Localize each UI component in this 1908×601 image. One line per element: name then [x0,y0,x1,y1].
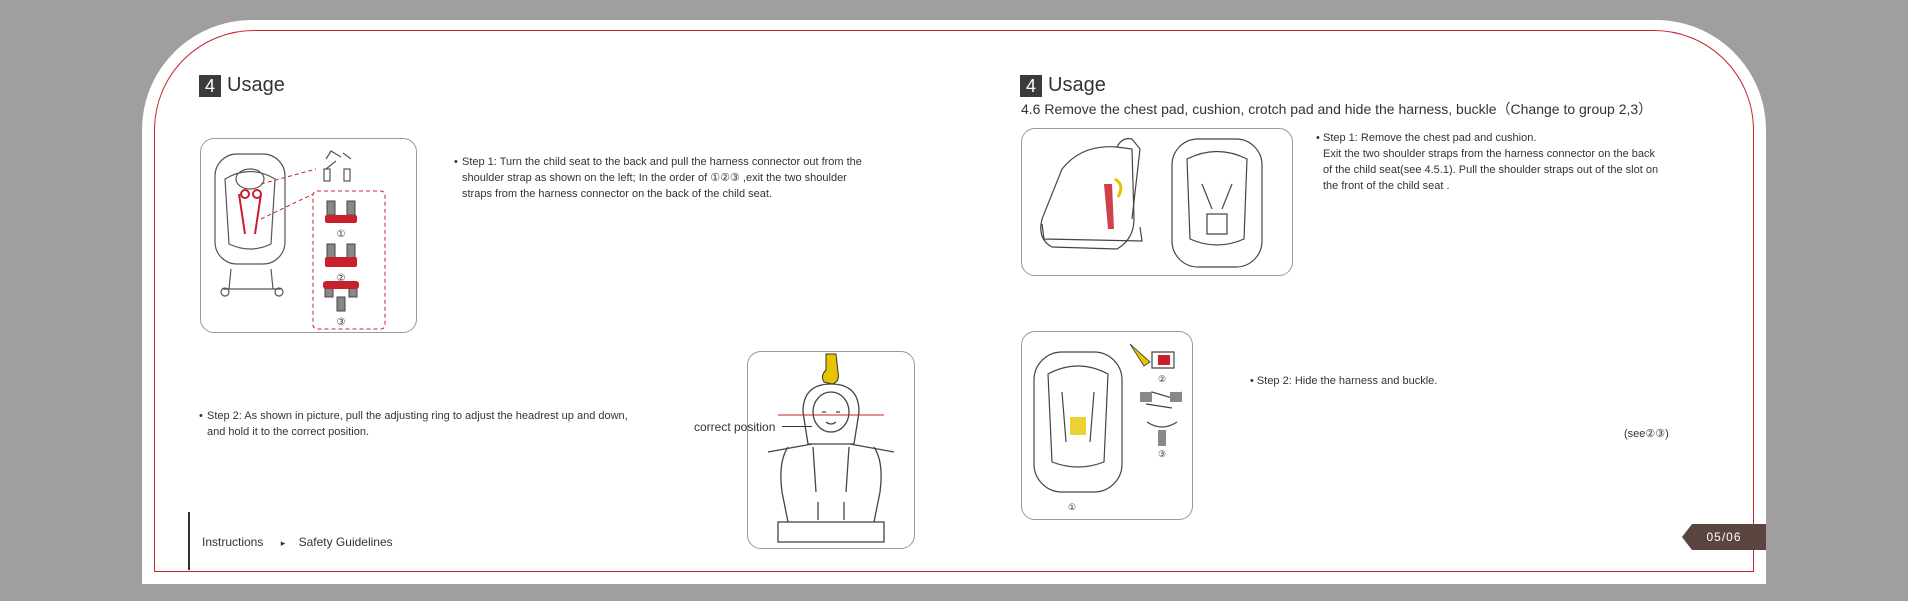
hide-harness-illustration: ② ③ ① [1033,343,1183,512]
right-step2: • Step 2: Hide the harness and buckle. [1250,373,1437,389]
page-frame [154,30,1754,572]
footer-instructions: Instructions [202,535,264,549]
left-step1-line3: straps from the harness connector on the… [462,188,773,200]
right-step1-line3: of the child seat(see 4.5.1). Pull the s… [1323,164,1659,176]
section-title: Usage [227,74,285,96]
left-step2-line2: and hold it to the correct position. [207,426,370,438]
figure-harness-connector: ① ② ③ [200,138,417,333]
fig1-label-3: ③ [337,317,346,328]
left-step2: • Step 2: As shown in picture, pull the … [199,408,628,440]
fig3-label-2: ② [1158,374,1166,384]
right-step1-line1: Step 1: Remove the chest pad and cushion… [1323,132,1537,144]
fig1-label-2: ② [337,273,346,284]
page-number-tag: 05/06 [1682,524,1766,550]
right-step1-line2: Exit the two shoulder straps from the ha… [1323,148,1656,160]
right-subtitle: 4.6 Remove the chest pad, cushion, crotc… [1021,101,1653,117]
left-section-heading: 4 Usage [199,74,285,97]
harness-illustration: ① ② ③ [214,150,386,330]
breadcrumb-arrow-icon: ▸ [280,538,286,548]
left-step1-line1: Step 1: Turn the child seat to the back … [462,156,862,168]
see-reference: (see②③) [1624,428,1669,440]
bullet: • [1316,132,1320,144]
figure-chest-pad [1021,128,1293,276]
chest-pad-illustration [1040,138,1263,268]
section-number-badge: 4 [199,74,221,97]
left-step2-line1: Step 2: As shown in picture, pull the ad… [207,410,628,422]
left-step1-line2: shoulder strap as shown on the left; In … [462,172,847,184]
figure-hide-harness: ② ③ ① [1021,331,1193,520]
footer-divider [188,512,190,570]
right-step1: • Step 1: Remove the chest pad and cushi… [1316,130,1659,194]
correct-position-leader [782,426,812,427]
section-number-badge: 4 [1020,74,1042,97]
left-step1: • Step 1: Turn the child seat to the bac… [454,154,862,202]
figure-headrest [747,351,915,549]
footer-safety: Safety Guidelines [298,535,393,549]
bullet: • [454,156,458,168]
fig3-label-3: ③ [1158,449,1166,459]
fig1-label-1: ① [337,229,346,240]
bullet: • [199,410,203,422]
section-title: Usage [1048,74,1106,96]
headrest-illustration [767,353,895,543]
footer-breadcrumb: Instructions ▸ Safety Guidelines [202,534,393,551]
correct-position-label: correct position [694,420,776,434]
right-step1-line4: the front of the child seat . [1323,180,1450,192]
right-section-heading: 4 Usage [1020,74,1106,97]
bullet: • [1250,375,1257,387]
right-step2-text: Step 2: Hide the harness and buckle. [1256,375,1438,387]
fig3-label-1: ① [1068,502,1076,512]
